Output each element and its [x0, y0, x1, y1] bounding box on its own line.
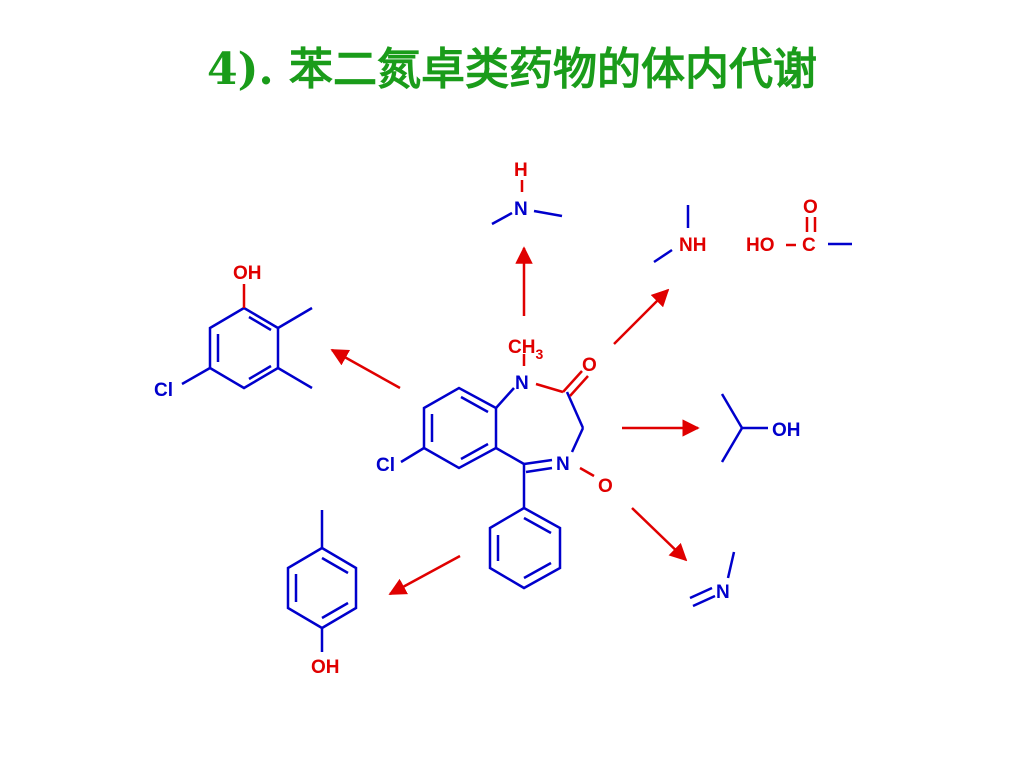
central-labels: N CH3 O N O Cl [376, 337, 613, 497]
c5-c5a-bond [495, 446, 525, 466]
hydroxy-oh-label: OH [772, 420, 801, 441]
metabolite-n-demethyl: H N [491, 160, 563, 226]
arrow-upper-right [613, 288, 670, 345]
cl-bond [400, 446, 425, 464]
acid-o-label: O [803, 197, 818, 218]
arrows [330, 246, 700, 596]
c3-c2-bond [565, 391, 585, 429]
acid-ho-label: HO [746, 235, 775, 256]
cl-label: Cl [376, 455, 395, 476]
arrow-lower-left [388, 554, 461, 596]
phenyl-inner-bond [523, 516, 552, 535]
phenyl-ring [488, 506, 562, 590]
phenyl-inner-bond [523, 561, 552, 580]
arrow-lower-right [631, 507, 688, 562]
n4-label: N [556, 454, 570, 475]
c5-n4-double [525, 466, 553, 474]
imine-n-label: N [716, 582, 730, 603]
carbonyl-bond [562, 370, 583, 393]
ch3-label: CH3 [508, 337, 543, 362]
n1-label: N [515, 373, 529, 394]
carbonyl-double [569, 375, 589, 397]
benzo-inner-bond [460, 395, 489, 414]
metabolite-p-hydroxy: OH [286, 510, 358, 678]
n-oxide-o-label: O [598, 476, 613, 497]
ch3-c: CH [508, 337, 535, 358]
metabolite-amine-acid: NH HO C O [653, 197, 852, 264]
c5-n4-bond [523, 458, 553, 466]
n-oxide-bond [579, 466, 595, 478]
n1-c2-bond [535, 382, 564, 394]
metabolite-imine: N [689, 551, 736, 608]
central-red-bonds [522, 354, 595, 478]
demethyl-h-label: H [514, 160, 528, 181]
nh-label: NH [679, 235, 706, 256]
metabolite-phenol-cl: OH Cl [154, 263, 313, 401]
slide-title: 4). 苯二氮卓类药物的体内代谢 [206, 44, 818, 95]
metabolite-hydroxy: OH [720, 393, 801, 463]
benzo-inner-bond [460, 442, 489, 461]
central-molecule [400, 386, 585, 590]
phenol-cl-oh-label: OH [233, 263, 262, 284]
phenol-cl-cl-label: Cl [154, 380, 173, 401]
acid-c-label: C [802, 235, 816, 256]
phenol-cl-ring [208, 306, 280, 390]
arrow-upper-left [330, 348, 401, 390]
p-hydroxy-ring [286, 546, 358, 630]
n4-c3-bond [570, 427, 585, 453]
n1-c9a-bond [495, 387, 515, 409]
carbonyl-o-label: O [582, 355, 597, 376]
p-hydroxy-oh-label: OH [311, 657, 340, 678]
ch3-subscript: 3 [535, 346, 543, 362]
demethyl-n-label: N [514, 199, 528, 220]
benzo-ring [422, 386, 498, 470]
